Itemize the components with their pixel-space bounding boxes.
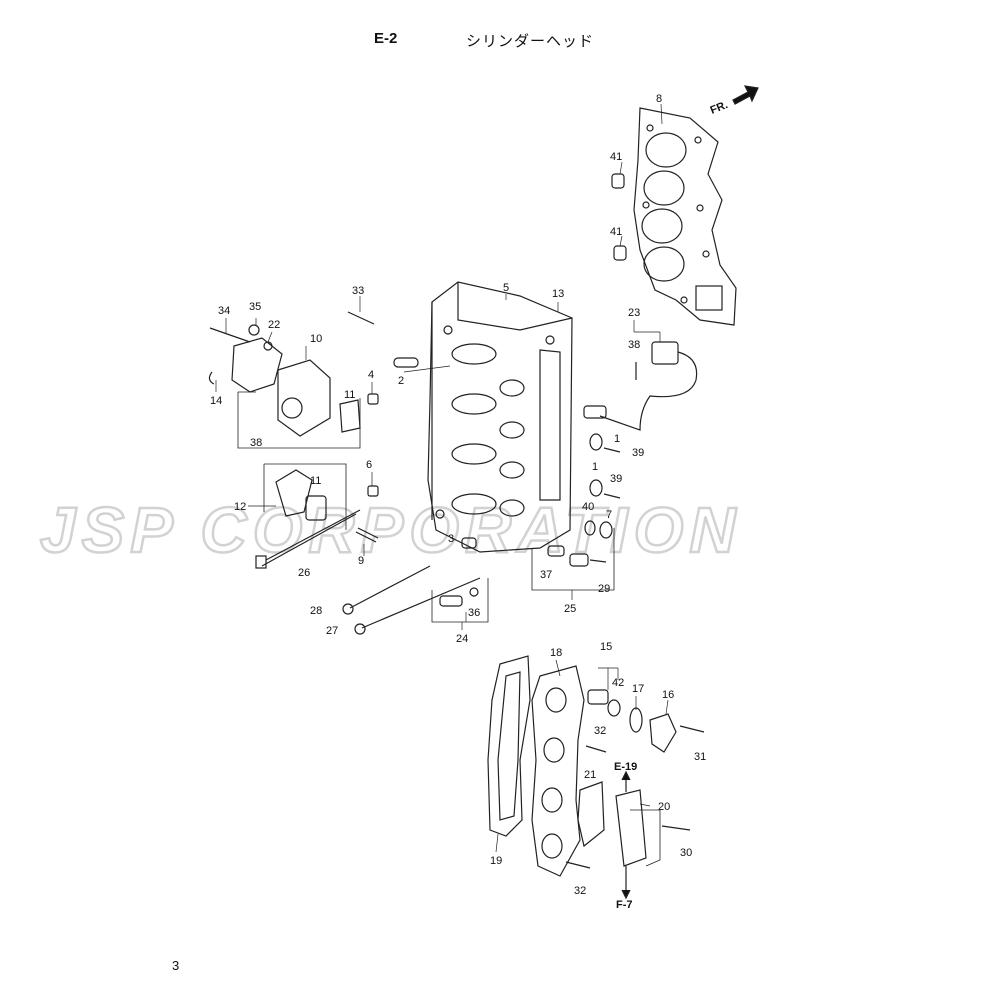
o-ring-40 <box>584 520 596 536</box>
part-number-32-upper: 32 <box>594 725 606 737</box>
leader-lines <box>215 103 669 853</box>
pin-2 <box>393 357 419 368</box>
part-number-21: 21 <box>584 769 596 781</box>
part-number-35: 35 <box>249 301 261 313</box>
thermostat-15 <box>587 689 621 717</box>
exhaust-cover-18 <box>531 665 585 877</box>
part-number-19: 19 <box>490 855 502 867</box>
front-direction-arrow <box>732 85 759 105</box>
part-number-2: 2 <box>398 375 404 387</box>
part-number-18: 18 <box>550 647 562 659</box>
long-bolt-26 <box>255 509 361 569</box>
page-number: 3 <box>172 958 180 973</box>
part-number-31: 31 <box>694 751 706 763</box>
sensor-assembly-25 <box>531 528 615 591</box>
part-number-41-lower: 41 <box>610 226 622 238</box>
front-direction-label: FR. <box>709 99 730 117</box>
section-code: E-2 <box>374 30 398 47</box>
gasket-21 <box>577 781 605 848</box>
sensor-assembly-24 <box>431 578 489 623</box>
part-number-33: 33 <box>352 285 364 297</box>
part-number-39-upper: 39 <box>632 447 644 459</box>
part-number-26: 26 <box>298 567 310 579</box>
watermark-text: JSP CORPORATION <box>40 494 742 566</box>
gasket-19 <box>487 655 531 837</box>
bolt-32-upper <box>585 745 607 753</box>
part-number-20: 20 <box>658 801 670 813</box>
part-number-37: 37 <box>540 569 552 581</box>
long-bolt-27 <box>354 577 481 635</box>
part-number-22: 22 <box>268 319 280 331</box>
plug-6 <box>367 485 379 497</box>
cap-7 <box>599 521 613 539</box>
control-unit-20 <box>615 770 691 900</box>
part-number-15: 15 <box>600 641 612 653</box>
stud-bolt-33 <box>347 311 375 325</box>
part-number-13: 13 <box>552 288 564 300</box>
pin-3 <box>461 537 477 549</box>
part-number-10: 10 <box>310 333 322 345</box>
dowel-pin-upper <box>611 173 625 189</box>
part-number-1-upper: 1 <box>614 433 620 445</box>
part-number-8: 8 <box>656 93 662 105</box>
part-number-17: 17 <box>632 683 644 695</box>
part-number-39-lower: 39 <box>610 473 622 485</box>
part-number-1-lower: 1 <box>592 461 598 473</box>
part-number-40: 40 <box>582 501 594 513</box>
cylinder-head <box>427 281 573 553</box>
plug-washer-1-upper <box>589 433 621 453</box>
temperature-sensor-23 <box>583 341 698 431</box>
housing-assembly <box>237 359 361 449</box>
part-number-30: 30 <box>680 847 692 859</box>
thermostat-cover-16 <box>649 713 705 753</box>
part-number-16: 16 <box>662 689 674 701</box>
part-number-25: 25 <box>564 603 576 615</box>
part-number-9: 9 <box>358 555 364 567</box>
head-gasket <box>633 107 737 326</box>
part-number-4: 4 <box>368 369 374 381</box>
cover-assembly <box>263 463 347 530</box>
bolt-32-lower <box>565 861 591 869</box>
plug-4 <box>367 393 379 405</box>
part-number-36: 36 <box>468 607 480 619</box>
plug-washer-1-lower <box>589 479 621 499</box>
part-number-11-lower: 11 <box>310 475 321 487</box>
part-number-38-left: 38 <box>250 437 262 449</box>
stud-9 <box>355 527 379 543</box>
part-number-3: 3 <box>448 533 454 545</box>
part-number-29: 29 <box>598 583 610 595</box>
reference-e19: E-19 <box>614 761 637 773</box>
part-number-23: 23 <box>628 307 640 319</box>
dowel-pin-lower <box>613 245 627 261</box>
part-number-42: 42 <box>612 677 624 689</box>
part-number-38-right: 38 <box>628 339 640 351</box>
section-title: シリンダーヘッド <box>466 32 595 50</box>
part-number-24: 24 <box>456 633 468 645</box>
part-number-14: 14 <box>210 395 222 407</box>
part-number-6: 6 <box>366 459 372 471</box>
reference-f7: F-7 <box>616 899 633 911</box>
part-number-32-lower: 32 <box>574 885 586 897</box>
part-labels: 8 41 41 5 13 23 38 33 34 35 22 10 14 4 2… <box>210 93 706 897</box>
part-number-12: 12 <box>234 501 246 513</box>
part-number-11-upper: 11 <box>344 389 355 401</box>
part-number-7: 7 <box>606 509 612 521</box>
part-number-41-upper: 41 <box>610 151 622 163</box>
thermostat-gasket-17 <box>629 707 643 733</box>
long-bolt-28 <box>342 565 431 615</box>
part-number-5: 5 <box>503 282 509 294</box>
part-number-28: 28 <box>310 605 322 617</box>
part-number-34: 34 <box>218 305 230 317</box>
part-number-27: 27 <box>326 625 338 637</box>
